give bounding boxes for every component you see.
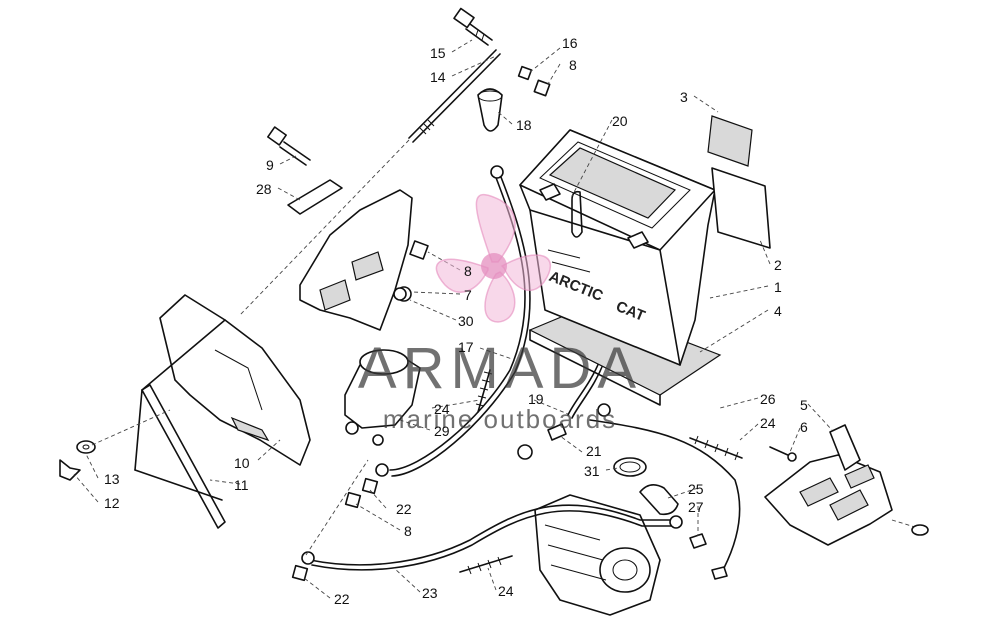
callout-1: 1 [774,279,782,295]
rod-leader [239,139,410,316]
bolt-21 [517,423,567,460]
cable-23 [301,504,683,571]
spring-cover-24-c [459,555,513,575]
callout-31: 31 [584,463,600,479]
hold-down-rod-14 [408,49,501,143]
callout-16: 16 [562,35,578,51]
starter-motor [534,494,661,616]
callout-4: 4 [774,303,782,319]
bolt-30 [393,287,407,301]
cable-23-leader [305,459,369,556]
callout-28: 28 [256,181,272,197]
callout-24: 24 [498,583,514,599]
watermark-title: ARMADA [358,336,642,401]
watermark-propeller-logo [435,194,551,323]
callout-8: 8 [569,57,577,73]
nut-22-b [291,564,309,582]
callout-19: 19 [528,391,544,407]
terminal-boot-18 [477,88,503,132]
callout-15: 15 [430,45,446,61]
callout-labels: 15 16 8 14 18 20 3 9 28 2 1 8 7 4 30 17 … [104,35,808,607]
grommet [911,524,929,536]
plate-28 [287,179,343,215]
callout-30: 30 [458,313,474,329]
spring-cover-24-a [475,369,493,413]
pad-3 [707,115,753,167]
callout-8: 8 [464,263,472,279]
callout-8: 8 [404,523,412,539]
callout-6: 6 [800,419,808,435]
nut-22-a [361,477,379,495]
nut-16 [517,65,533,81]
callout-29: 29 [434,423,450,439]
callout-10: 10 [234,455,250,471]
callout-leaders [73,39,833,599]
callout-17: 17 [458,339,474,355]
clamp-31 [613,457,647,477]
callout-21: 21 [586,443,602,459]
support-frame-11 [134,319,226,529]
nut-8-mid [409,240,429,260]
wing-nut-12 [59,459,81,481]
callout-27: 27 [688,499,704,515]
washer-13 [76,440,96,454]
callout-26: 26 [760,391,776,407]
bolt-15 [453,7,493,46]
mounting-bracket-7 [299,189,413,331]
pad-2 [711,167,771,249]
callout-24: 24 [760,415,776,431]
bracket-5 [764,424,893,546]
callout-5: 5 [800,397,808,413]
battery-20 [519,129,716,366]
callout-3: 3 [680,89,688,105]
callout-25: 25 [688,481,704,497]
screw-6 [769,446,797,462]
callout-24: 24 [434,401,450,417]
shield-plate-10 [159,294,311,466]
spring-cover-24-b [689,435,743,461]
nut-8-lower [344,491,362,509]
callout-20: 20 [612,113,628,129]
callout-22: 22 [396,501,412,517]
starter-relay-29 [344,349,421,446]
cable-26 [589,403,741,569]
callout-22: 22 [334,591,350,607]
callout-23: 23 [422,585,438,601]
bolt-27 [689,533,728,580]
callout-7: 7 [464,287,472,303]
callout-18: 18 [516,117,532,133]
callout-11: 11 [234,477,249,493]
callout-9: 9 [266,157,274,173]
callout-14: 14 [430,69,446,85]
washer-leader [91,409,171,446]
bolt-9 [267,126,311,166]
boot-25 [639,484,679,516]
callout-12: 12 [104,495,120,511]
callout-2: 2 [774,257,782,273]
callout-13: 13 [104,471,120,487]
watermark-subtitle: marine outboards [383,404,617,434]
nut-8-top [533,79,551,97]
